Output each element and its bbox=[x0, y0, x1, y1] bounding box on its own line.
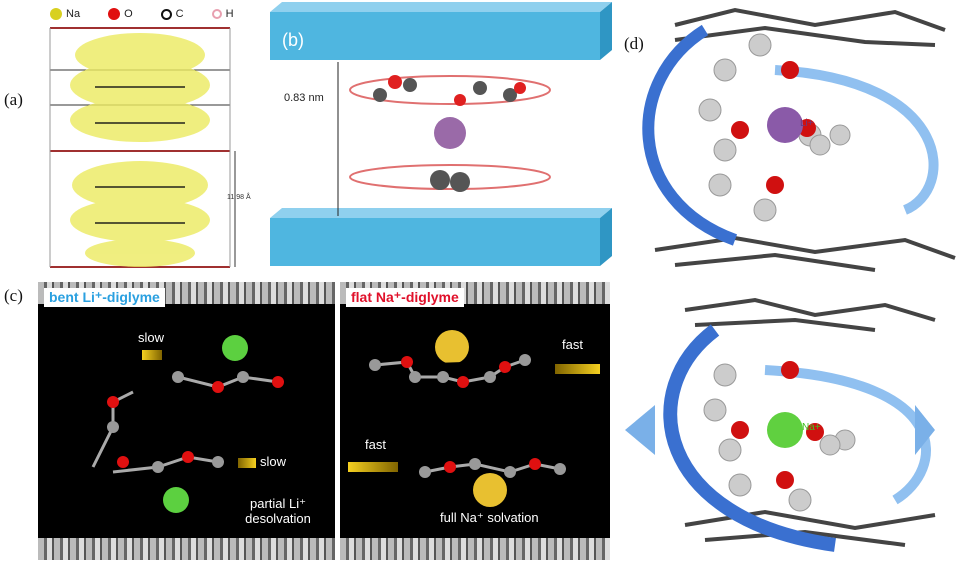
partial-desolvation-note: partial Li⁺desolvation bbox=[233, 496, 323, 526]
panel-d-label: (d) bbox=[624, 34, 644, 53]
atom-legend: Na O C H bbox=[50, 8, 234, 20]
legend-label: O bbox=[124, 8, 133, 20]
legend-label: C bbox=[175, 8, 184, 20]
panel-c-na: flat Na⁺-diglyme fast fast full Na⁺ solv… bbox=[340, 282, 610, 560]
legend-label: H bbox=[225, 8, 234, 20]
left-arrow-icon bbox=[142, 350, 162, 360]
fast-label-top: fast bbox=[562, 337, 583, 352]
right-arrow-icon bbox=[238, 458, 256, 468]
legend-label: Na bbox=[66, 8, 81, 20]
fast-label-bottom: fast bbox=[365, 437, 386, 452]
panel-b-label: (b) bbox=[282, 30, 304, 50]
legend-o: O bbox=[108, 8, 133, 20]
na-diglyme-title: flat Na⁺-diglyme bbox=[346, 288, 464, 307]
o-atom-icon bbox=[108, 8, 121, 20]
panel-c-label: (c) bbox=[4, 286, 23, 305]
note-line: partial Li⁺ bbox=[250, 496, 306, 511]
na-molecules bbox=[369, 330, 566, 507]
panel-a-label: (a) bbox=[4, 90, 23, 109]
slow-label-top: slow bbox=[138, 330, 165, 345]
li-diglyme-title: bent Li⁺-diglyme bbox=[44, 288, 165, 307]
na-ion-label: Na+ bbox=[802, 422, 821, 433]
panel-c-li: bent Li⁺-diglyme slow slow partial Li⁺de… bbox=[38, 282, 335, 560]
panel-d-diagram bbox=[625, 7, 956, 552]
h-atom-icon bbox=[211, 9, 222, 19]
legend-c: C bbox=[160, 8, 184, 20]
panel-b-diagram bbox=[270, 2, 612, 266]
legend-h: H bbox=[211, 8, 234, 20]
interlayer-distance-a: 11.98 Å bbox=[227, 194, 251, 201]
legend-na: Na bbox=[50, 8, 80, 20]
right-arrow-icon bbox=[555, 364, 600, 374]
na-atom-icon bbox=[50, 8, 62, 20]
full-solvation-note: full Na⁺ solvation bbox=[440, 510, 539, 525]
slow-label-bottom: slow bbox=[260, 454, 287, 469]
panel-a-structure bbox=[49, 27, 236, 268]
c-atom-icon bbox=[160, 8, 172, 20]
note-line: desolvation bbox=[245, 511, 311, 526]
left-arrow-icon bbox=[348, 462, 398, 472]
interlayer-distance-b: 0.83 nm bbox=[284, 92, 324, 104]
li-ion-label: Li+ bbox=[800, 118, 814, 129]
li-molecules bbox=[91, 335, 284, 513]
